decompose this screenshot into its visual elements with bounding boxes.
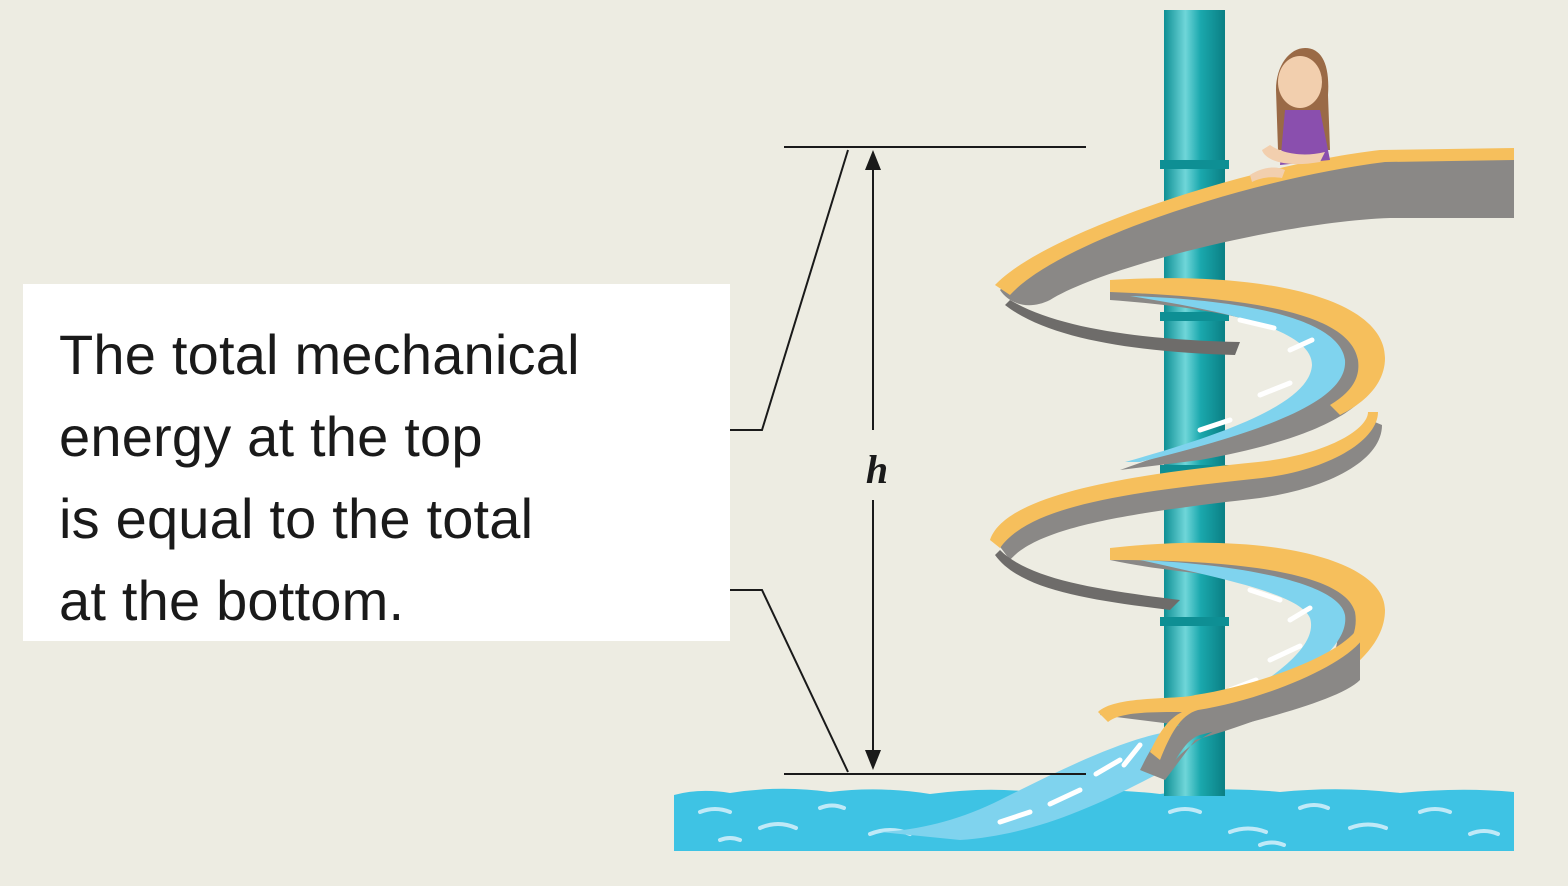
caption-line-4: at the bottom.	[59, 569, 405, 632]
support-pole	[1160, 10, 1229, 796]
girl-rider	[1250, 48, 1330, 182]
caption-line-2: energy at the top	[59, 405, 483, 468]
caption-box: The total mechanical energy at the top i…	[23, 284, 730, 641]
slide-lower-spiral	[1110, 542, 1385, 780]
height-dimension	[784, 146, 1086, 775]
slide-upper-spiral	[1110, 278, 1385, 470]
caption-line-1: The total mechanical	[59, 323, 580, 386]
slide-exit	[1098, 628, 1362, 780]
pool	[674, 788, 1514, 851]
slide-lower-sweep	[990, 412, 1382, 610]
caption-line-3: is equal to the total	[59, 487, 534, 550]
height-label: h	[865, 447, 889, 492]
water-outflow	[880, 730, 1180, 840]
arrowhead-top	[865, 150, 881, 170]
arrowhead-bottom	[865, 750, 881, 770]
